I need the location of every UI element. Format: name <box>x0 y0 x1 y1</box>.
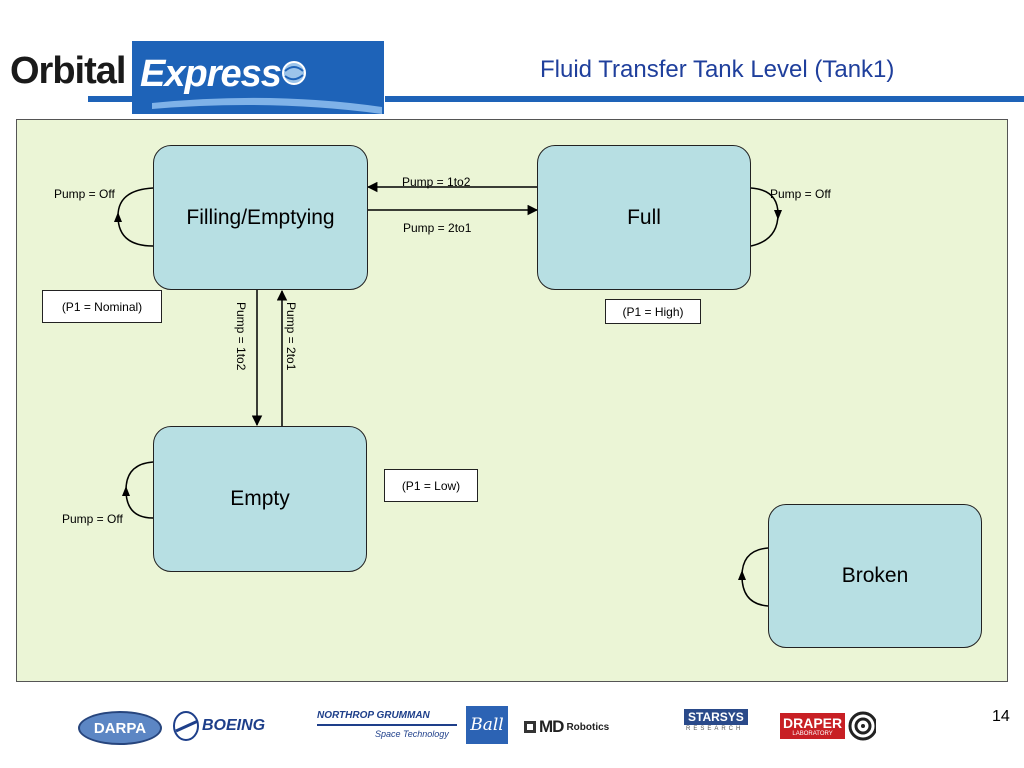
draper-laboratory-text: LABORATORY <box>792 731 833 737</box>
ball-logo-text: Ball <box>470 715 504 735</box>
northrop-grumman-rule <box>317 724 457 726</box>
transition-label-filling-to-empty: Pump = 1to2 <box>234 302 248 371</box>
logo-express-text: Express <box>140 53 282 95</box>
darpa-logo: DARPA <box>78 711 162 745</box>
logo-express-box: Express <box>132 41 384 114</box>
md-robotics-icon <box>524 721 536 733</box>
draper-target-icon <box>848 711 876 741</box>
state-empty-label: Empty <box>230 487 290 510</box>
md-robotics-logo-text: MD <box>539 717 564 736</box>
self-loop-label-empty: Pump = Off <box>62 512 123 526</box>
self-loop-label-filling: Pump = Off <box>54 187 115 201</box>
starsys-research-text: RESEARCH <box>686 726 744 732</box>
darpa-logo-text: DARPA <box>93 719 147 737</box>
header-rule <box>385 96 1024 102</box>
ball-logo: Ball <box>466 706 508 744</box>
boeing-logo-text: BOEING <box>202 717 266 734</box>
state-broken: Broken <box>768 504 982 648</box>
state-filling-emptying-label: Filling/Emptying <box>186 205 335 229</box>
state-filling-emptying: Filling/Emptying <box>153 145 368 290</box>
boeing-logo: BOEING <box>172 708 310 744</box>
northrop-space-technology-text: Space Technology <box>375 729 449 739</box>
page-number: 14 <box>992 708 1010 725</box>
header-rule-left <box>88 96 132 102</box>
starsys-logo: STARSYS RESEARCH <box>676 708 764 744</box>
slide-title: Fluid Transfer Tank Level (Tank1) <box>540 56 895 83</box>
state-full-label: Full <box>627 205 661 229</box>
northrop-grumman-logo-text: NORTHROP GRUMMAN <box>317 710 430 721</box>
md-robotics-logo: MD Robotics <box>524 716 660 738</box>
self-loop-broken <box>741 547 769 607</box>
draper-logo-text: DRAPER <box>783 715 843 731</box>
draper-logo-box: DRAPER LABORATORY <box>780 713 846 739</box>
state-broken-label: Broken <box>841 564 909 587</box>
boeing-icon <box>173 711 199 741</box>
transition-label-full-to-filling: Pump = 1to2 <box>402 175 471 189</box>
state-empty: Empty <box>153 426 367 572</box>
state-full: Full <box>537 145 751 290</box>
self-loop-filling <box>117 187 154 247</box>
self-loop-label-full: Pump = Off <box>770 187 831 201</box>
northrop-grumman-logo: NORTHROP GRUMMAN Space Technology <box>317 710 457 748</box>
transition-label-filling-to-full: Pump = 2to1 <box>403 221 472 235</box>
self-loop-empty <box>125 461 154 519</box>
logo-swoosh-graphic <box>152 61 382 114</box>
transition-label-empty-to-filling: Pump = 2to1 <box>284 302 298 371</box>
starsys-logo-text: STARSYS <box>684 709 748 725</box>
note-p1-high: (P1 = High) <box>605 299 701 324</box>
md-robotics-subtext: Robotics <box>566 721 610 733</box>
self-loop-full-arrowhead <box>774 210 782 220</box>
self-loop-broken-arrowhead <box>738 570 746 580</box>
note-p1-low: (P1 = Low) <box>384 469 478 502</box>
note-p1-nominal: (P1 = Nominal) <box>42 290 162 323</box>
self-loop-empty-arrowhead <box>122 486 130 496</box>
draper-logo: DRAPER LABORATORY <box>780 705 876 747</box>
logo-orbital-text: Orbital <box>10 50 126 92</box>
self-loop-filling-arrowhead <box>114 212 122 222</box>
